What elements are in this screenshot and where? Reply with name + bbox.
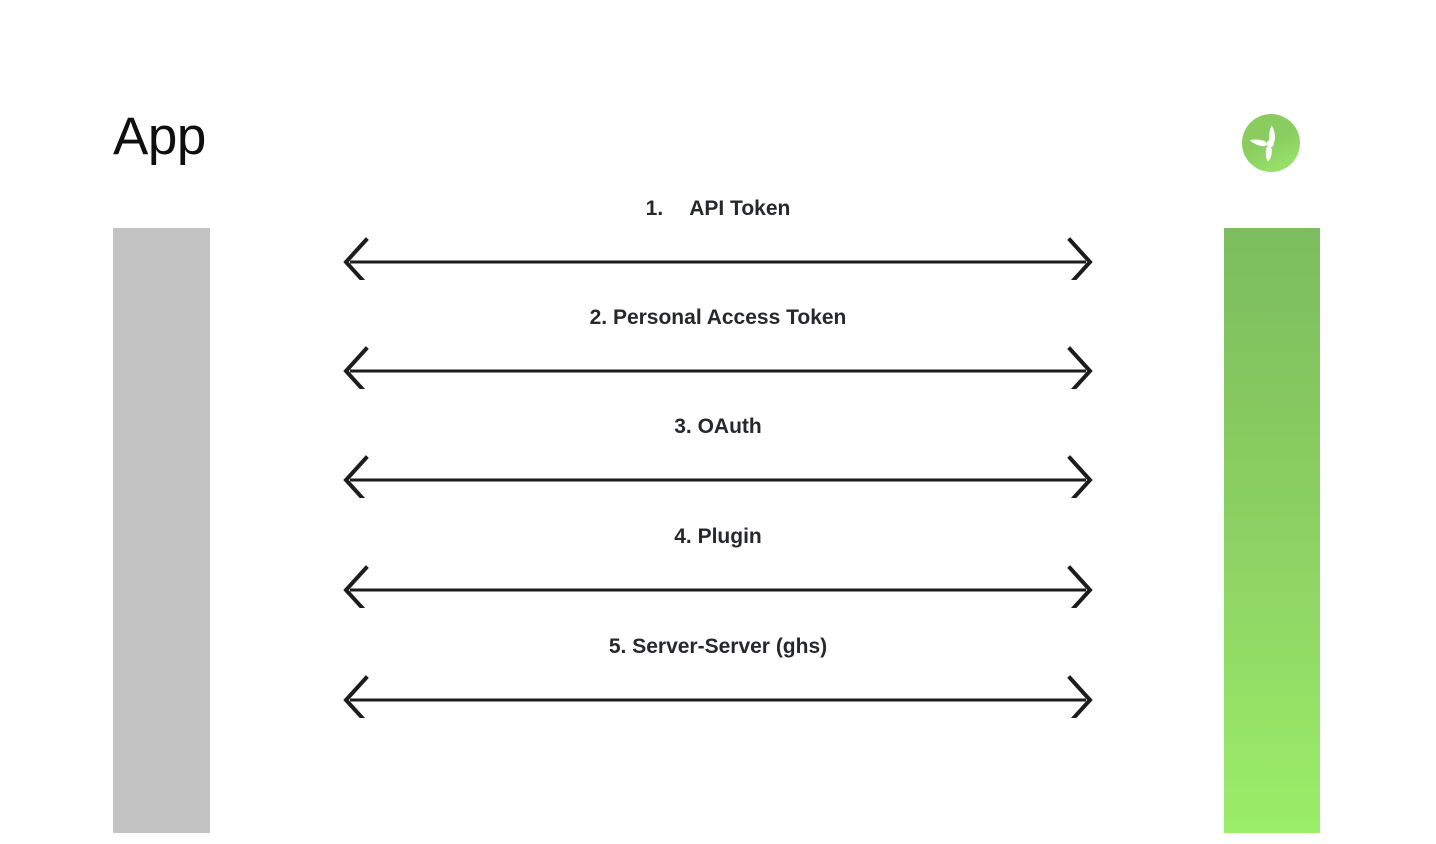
app-lifeline-bar: [113, 228, 210, 833]
message-row: 5. Server-Server (ghs): [338, 634, 1098, 724]
bidirectional-arrow-icon: [338, 662, 1098, 718]
bidirectional-arrow-icon: [338, 224, 1098, 280]
message-row: 1. API Token: [338, 196, 1098, 286]
message-label: 3. OAuth: [674, 415, 762, 438]
bidirectional-arrow-icon: [338, 333, 1098, 389]
message-label: 1. API Token: [645, 197, 791, 220]
bidirectional-arrow-icon: [338, 442, 1098, 498]
service-lifeline-bar: [1224, 228, 1320, 833]
page-title: App: [113, 107, 206, 166]
green-propeller-logo-icon: [1241, 113, 1301, 173]
message-label: 5. Server-Server (ghs): [608, 635, 828, 658]
message-row: 3. OAuth: [338, 414, 1098, 504]
bidirectional-arrow-icon: [338, 552, 1098, 608]
message-row: 2. Personal Access Token: [338, 305, 1098, 395]
message-row: 4. Plugin: [338, 524, 1098, 614]
message-label: 4. Plugin: [674, 525, 762, 548]
message-label: 2. Personal Access Token: [589, 306, 847, 329]
